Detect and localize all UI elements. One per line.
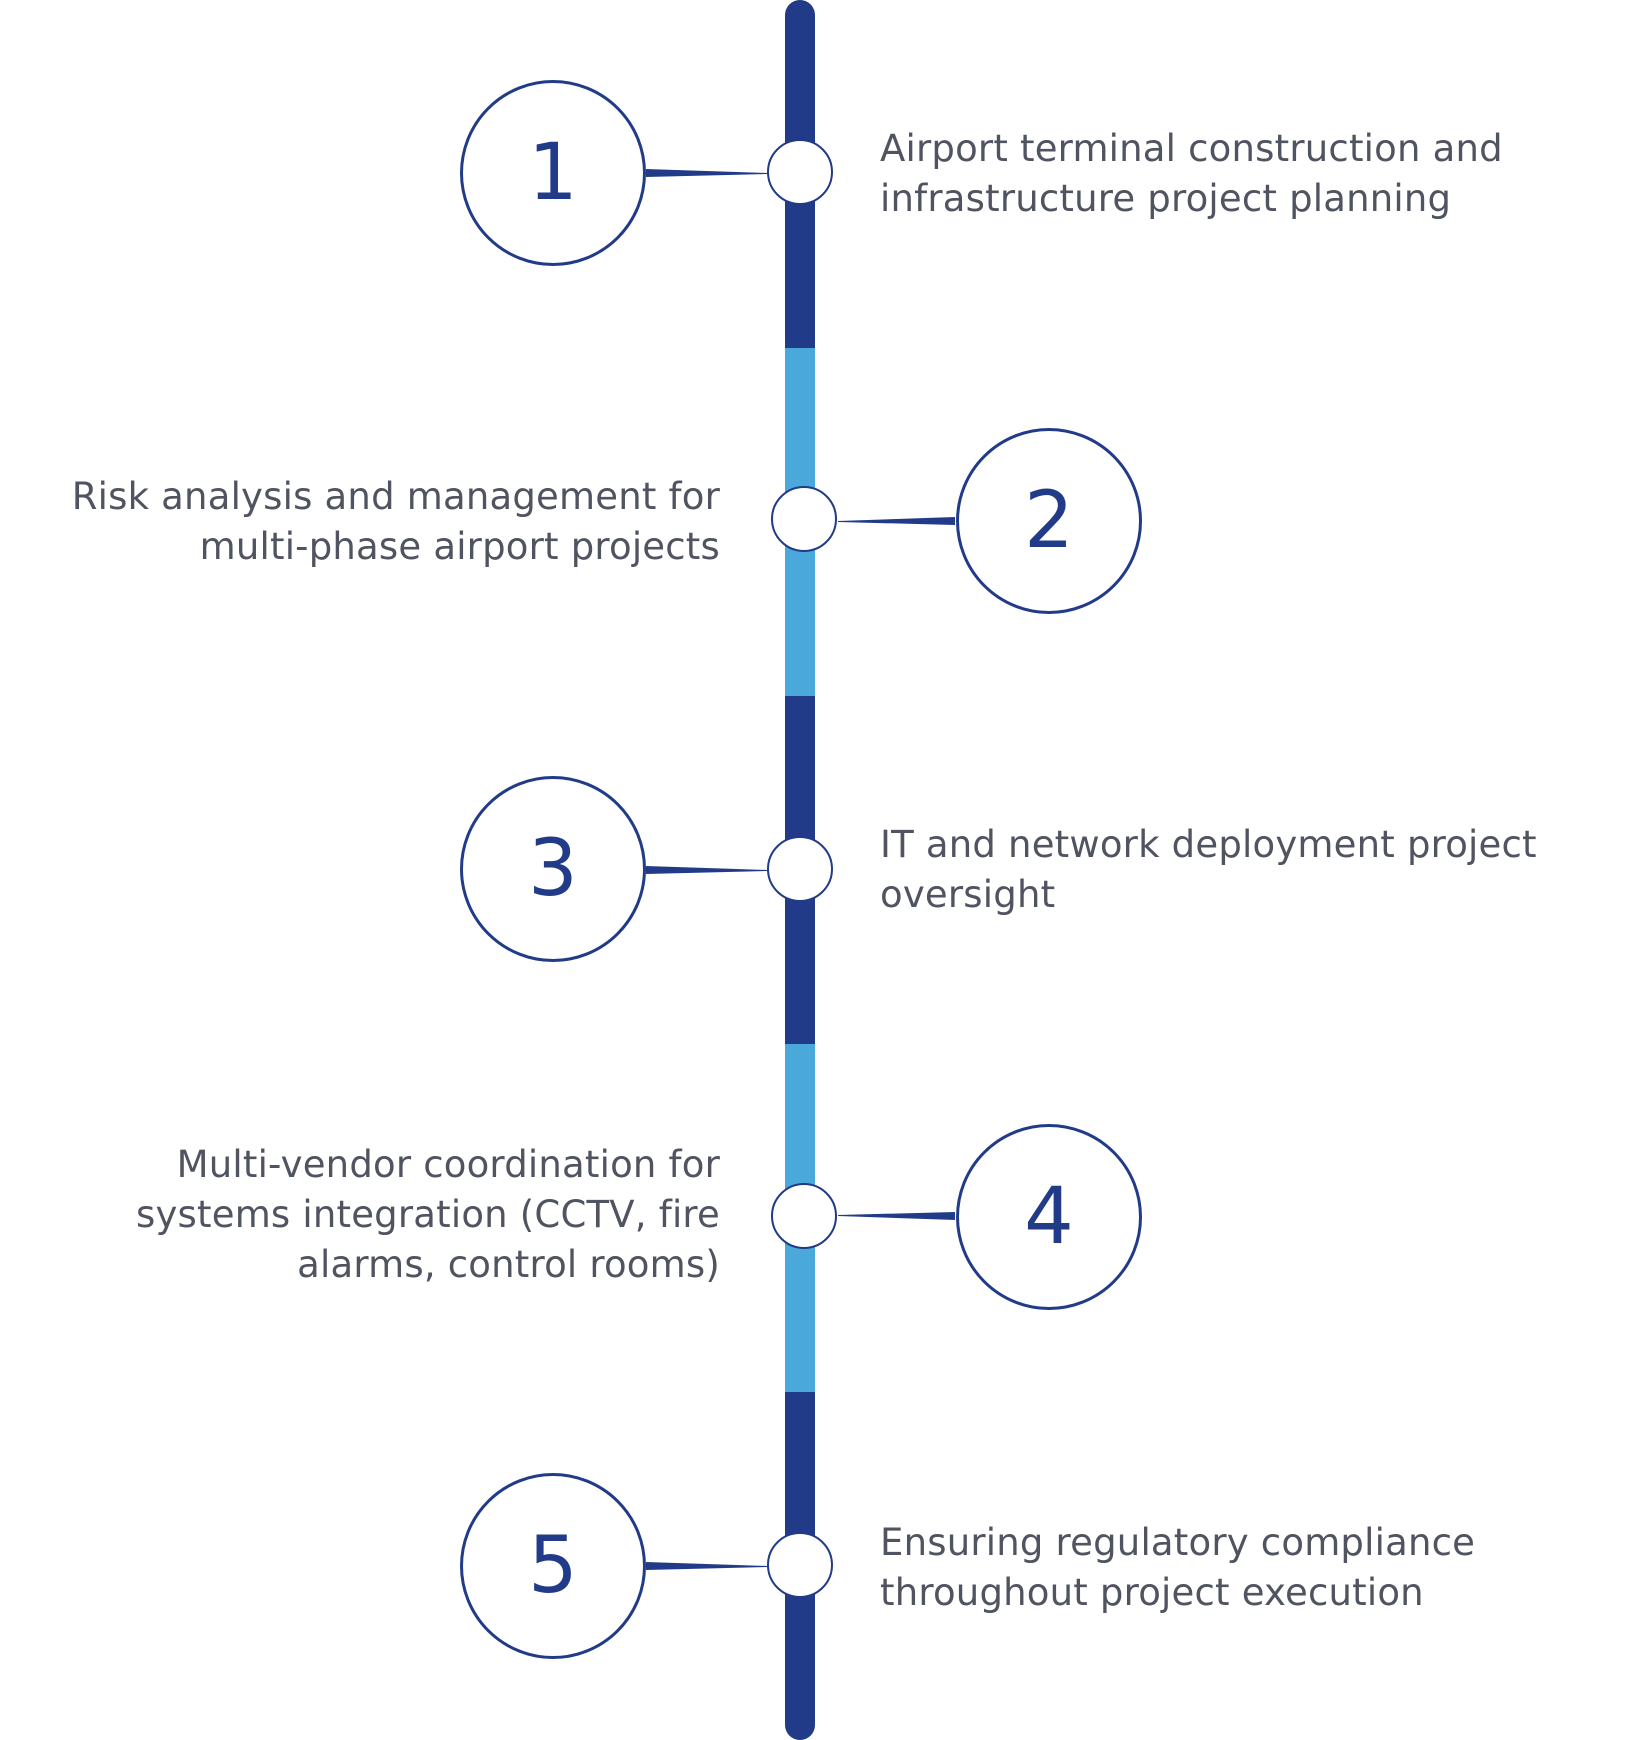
step-number-4: 4 <box>1024 1172 1074 1262</box>
connector-5 <box>646 1562 768 1570</box>
step-1-description: Airport terminal construction and infras… <box>880 124 1600 224</box>
connector-4 <box>838 1212 955 1220</box>
step-2-line-1: Risk analysis and management for <box>71 475 720 518</box>
step-1-line-2: infrastructure project planning <box>880 177 1452 220</box>
step-number-circle-5: 5 <box>460 1473 646 1659</box>
step-number-circle-2: 2 <box>956 428 1142 614</box>
timeline-node-4 <box>771 1183 837 1249</box>
step-number-3: 3 <box>528 824 578 914</box>
timeline-node-5 <box>767 1532 833 1598</box>
timeline-node-2 <box>771 486 837 552</box>
step-number-circle-4: 4 <box>956 1124 1142 1310</box>
timeline-node-1 <box>767 139 833 205</box>
connector-3 <box>646 866 768 874</box>
step-2-description: Risk analysis and management for multi-p… <box>10 472 720 572</box>
step-4-line-2: systems integration (CCTV, fire <box>135 1193 720 1236</box>
connector-2 <box>838 517 955 525</box>
step-4-description: Multi-vendor coordination for systems in… <box>10 1140 720 1290</box>
step-5-description: Ensuring regulatory compliance throughou… <box>880 1518 1600 1618</box>
step-4-line-1: Multi-vendor coordination for <box>176 1143 720 1186</box>
step-number-5: 5 <box>528 1521 578 1611</box>
step-3-line-1: IT and network deployment project <box>880 823 1537 866</box>
step-number-1: 1 <box>528 128 578 218</box>
step-4-line-3: alarms, control rooms) <box>297 1243 720 1286</box>
step-number-2: 2 <box>1024 476 1074 566</box>
step-number-circle-1: 1 <box>460 80 646 266</box>
step-1-line-1: Airport terminal construction and <box>880 127 1503 170</box>
step-5-line-2: throughout project execution <box>880 1571 1424 1614</box>
connector-1 <box>646 169 768 177</box>
step-5-line-1: Ensuring regulatory compliance <box>880 1521 1476 1564</box>
timeline-node-3 <box>767 836 833 902</box>
step-number-circle-3: 3 <box>460 776 646 962</box>
step-3-line-2: oversight <box>880 873 1056 916</box>
step-2-line-2: multi-phase airport projects <box>199 525 720 568</box>
step-3-description: IT and network deployment project oversi… <box>880 820 1600 920</box>
